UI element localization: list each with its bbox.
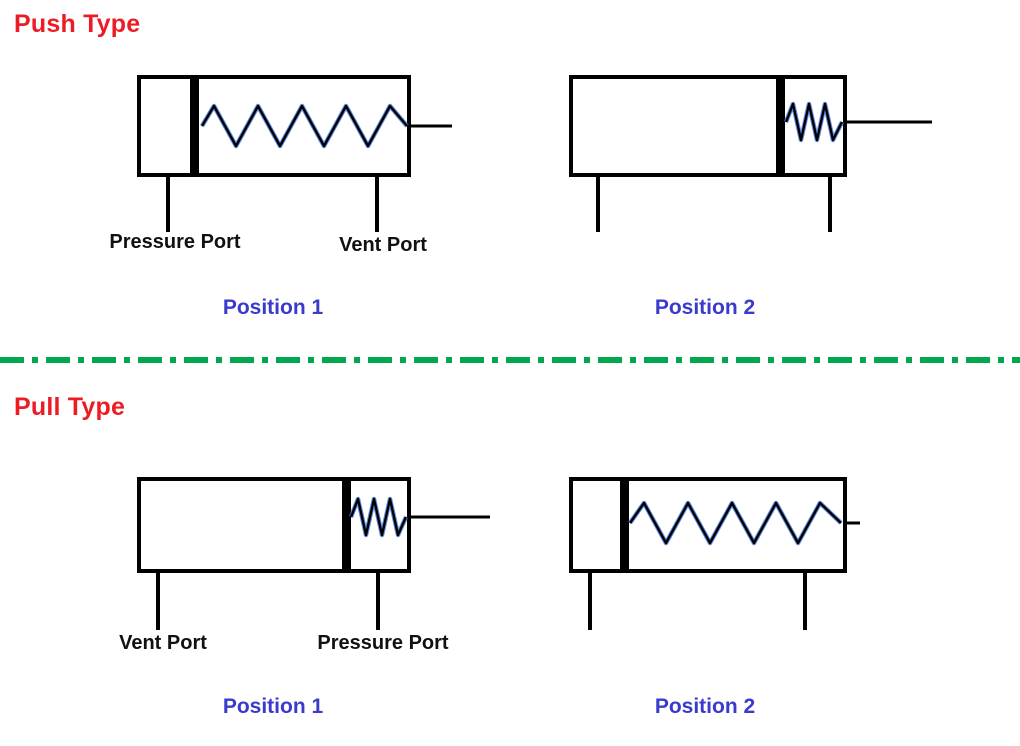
push-vent-port-label: Vent Port bbox=[339, 234, 427, 256]
push-position1-label: Position 1 bbox=[222, 296, 324, 319]
spring bbox=[200, 104, 408, 148]
piston bbox=[190, 79, 199, 173]
pull-vent-port-label: Vent Port bbox=[119, 632, 207, 654]
push-type-title: Push Type bbox=[14, 10, 141, 38]
spring bbox=[349, 497, 408, 537]
pull-position2-diagram bbox=[569, 477, 860, 630]
piston bbox=[620, 481, 629, 569]
pull-type-title: Pull Type bbox=[14, 393, 126, 421]
pull-position1-diagram bbox=[137, 477, 490, 630]
piston bbox=[776, 79, 785, 173]
pull-pressure-port-label: Pressure Port bbox=[317, 632, 449, 654]
push-position2-diagram bbox=[569, 75, 932, 232]
pull-position1-label: Position 1 bbox=[222, 695, 324, 718]
push-pressure-port-label: Pressure Port bbox=[109, 231, 241, 253]
push-position1-diagram bbox=[137, 75, 452, 232]
pull-position2-label: Position 2 bbox=[654, 695, 756, 718]
cylinder-body bbox=[137, 75, 411, 177]
piston bbox=[342, 481, 351, 569]
spring bbox=[784, 102, 844, 142]
cylinder-body bbox=[569, 477, 847, 573]
push-position2-label: Position 2 bbox=[654, 296, 756, 319]
spring bbox=[629, 501, 842, 545]
